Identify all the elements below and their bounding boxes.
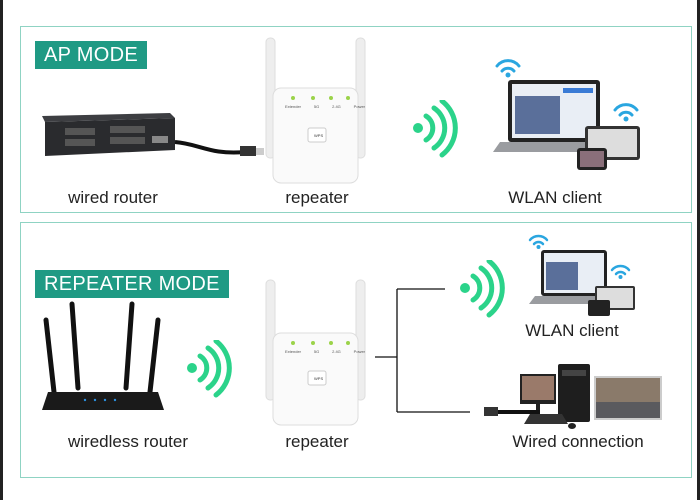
led-label-24g: 2.4G	[332, 349, 341, 354]
wifi-signal-icon	[187, 340, 232, 398]
wifi-signal-icon	[460, 260, 505, 318]
repeater-label: repeater	[285, 188, 349, 207]
wifi-signal-icon	[413, 100, 458, 158]
wlan-client-label: WLAN client	[508, 188, 602, 207]
led-label-extender: Extender	[285, 349, 302, 354]
repeater-led-labels: Extender 5G 2.4G Power	[285, 104, 365, 109]
wired-router-image	[42, 113, 264, 156]
repeater-image	[265, 37, 366, 184]
led-label-5g: 5G	[313, 104, 320, 109]
wlan-client-image	[528, 234, 635, 316]
led-label-power: Power	[353, 104, 365, 109]
wireless-router-image	[42, 301, 164, 410]
led-label-extender: Extender	[285, 104, 302, 109]
wireless-router-label: wiredless router	[68, 432, 188, 451]
repeater-led-labels: Extender 5G 2.4G Power	[285, 349, 365, 354]
led-label-5g: 5G	[313, 349, 320, 354]
repeater-label: repeater	[285, 432, 349, 451]
led-label-power: Power	[353, 349, 365, 354]
wps-button: WPS	[314, 376, 324, 381]
ap-mode-panel	[20, 26, 692, 213]
repeater-mode-title: REPEATER MODE	[35, 270, 229, 298]
wired-connection-label: Wired connection	[512, 432, 644, 451]
left-edge	[0, 0, 3, 500]
repeater-mode-panel	[20, 222, 692, 478]
right-edge	[697, 0, 700, 500]
connection-lines	[375, 288, 470, 413]
ap-mode-title: AP MODE	[35, 41, 147, 69]
wlan-client-label: WLAN client	[525, 321, 619, 340]
led-label-24g: 2.4G	[332, 104, 341, 109]
wired-router-label: wired router	[68, 188, 158, 207]
wps-button: WPS	[314, 133, 324, 138]
wlan-client-image	[493, 59, 640, 170]
repeater-image	[265, 279, 366, 426]
wired-devices-image	[484, 364, 662, 429]
